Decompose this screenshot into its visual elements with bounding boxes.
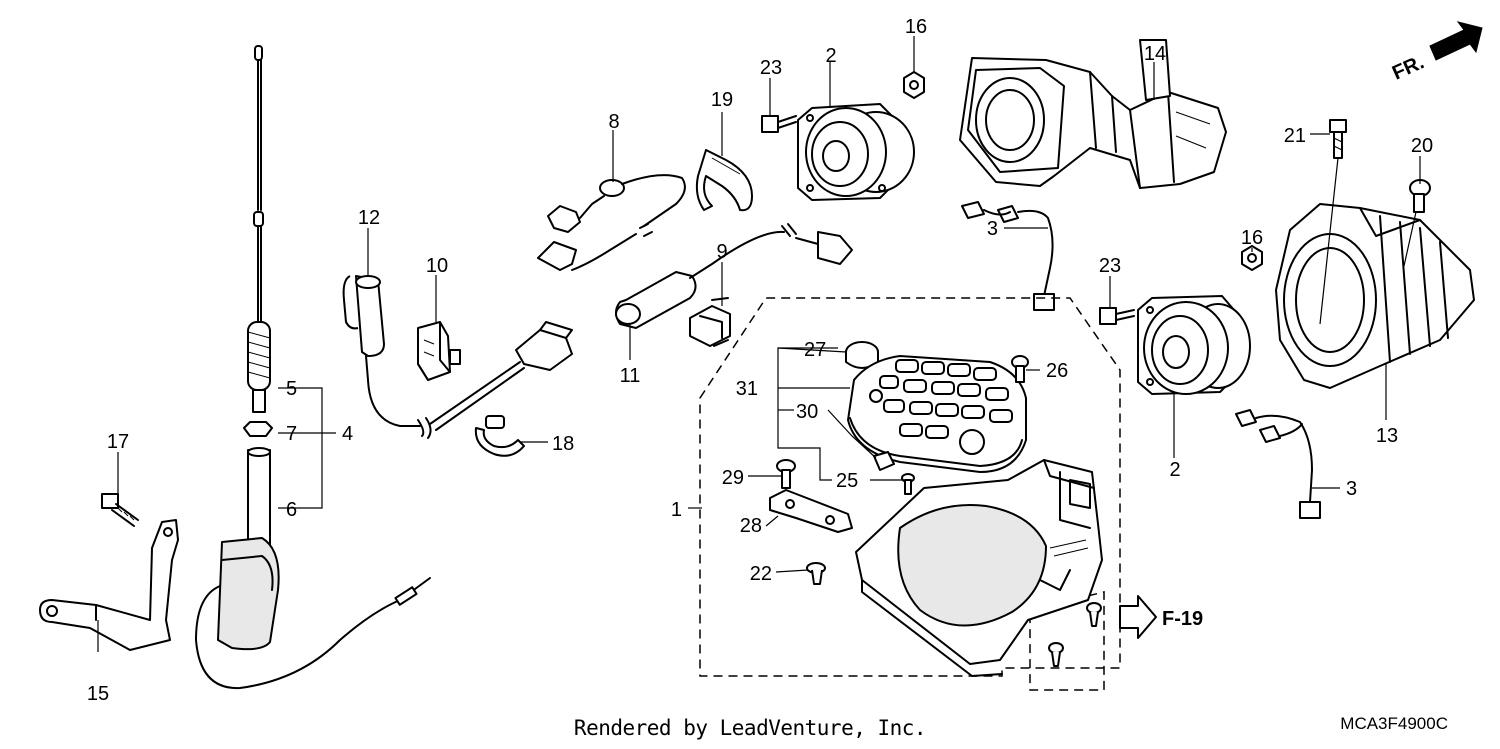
callout-20: 20 xyxy=(1411,135,1433,157)
callout-28: 28 xyxy=(740,515,762,537)
callout-2-lower: 2 xyxy=(1169,459,1180,481)
diagram-code: MCA3F4900C xyxy=(1340,714,1448,733)
callout-14: 14 xyxy=(1144,43,1166,65)
callout-11: 11 xyxy=(620,365,641,387)
screw-29[interactable] xyxy=(776,459,796,489)
callout-12: 12 xyxy=(358,207,380,229)
bracket-bolt[interactable] xyxy=(101,493,139,527)
wire-harness-3-upper[interactable] xyxy=(961,201,1055,311)
callout-23-upper: 23 xyxy=(760,57,782,79)
antenna-nut[interactable] xyxy=(243,421,273,437)
nut-16-right[interactable] xyxy=(1241,245,1263,271)
screw-ref-lower[interactable] xyxy=(1048,642,1064,667)
wire-harness-3-lower[interactable] xyxy=(1235,409,1321,519)
callout-15: 15 xyxy=(87,683,109,705)
knob-27[interactable] xyxy=(845,341,879,369)
callout-29: 29 xyxy=(722,467,744,489)
callout-4: 4 xyxy=(342,423,353,445)
screw-25[interactable] xyxy=(901,473,915,495)
callout-13: 13 xyxy=(1376,425,1398,447)
mounting-plate-28[interactable] xyxy=(769,489,853,533)
cable-band-18[interactable] xyxy=(474,415,525,457)
callout-7: 7 xyxy=(286,423,297,445)
callout-5: 5 xyxy=(286,378,297,400)
callout-26: 26 xyxy=(1046,360,1068,382)
callout-3-upper: 3 xyxy=(987,218,998,240)
callout-22: 22 xyxy=(750,563,772,585)
credit-text: Rendered by LeadVenture, Inc. xyxy=(573,716,927,740)
audio-unit-housing[interactable] xyxy=(855,459,1103,677)
cap-30[interactable] xyxy=(873,451,895,471)
bolt-20[interactable] xyxy=(1409,179,1431,213)
leader-lines xyxy=(97,36,1421,652)
screw-ref-upper[interactable] xyxy=(1086,602,1102,627)
speaker-box-right[interactable] xyxy=(1275,203,1475,389)
reference-label[interactable]: F-19 xyxy=(1162,608,1203,630)
callout-30: 30 xyxy=(796,401,818,423)
callout-1: 1 xyxy=(671,499,682,521)
callout-23-lower: 23 xyxy=(1099,255,1121,277)
callout-3-lower: 3 xyxy=(1346,478,1357,500)
screw-26[interactable] xyxy=(1011,355,1029,383)
callout-21: 21 xyxy=(1284,125,1306,147)
audio-cable-11[interactable] xyxy=(615,223,853,329)
callout-16-right: 16 xyxy=(1241,227,1263,249)
callout-8: 8 xyxy=(608,111,619,133)
antenna-cable[interactable] xyxy=(342,275,573,439)
callout-31: 31 xyxy=(736,378,758,400)
screw-22[interactable] xyxy=(806,562,826,585)
antenna-assembly[interactable] xyxy=(195,45,431,690)
screw-23-upper[interactable] xyxy=(761,115,797,133)
callout-6: 6 xyxy=(286,499,297,521)
speaker-upper[interactable] xyxy=(797,103,915,201)
audio-cable-8[interactable] xyxy=(537,174,686,271)
nut-16-upper[interactable] xyxy=(903,71,925,99)
callout-19: 19 xyxy=(711,89,733,111)
front-arrow xyxy=(1429,21,1483,61)
callout-27: 27 xyxy=(804,339,826,361)
callout-labels: 1 2 2 3 3 4 5 6 7 8 9 10 11 12 13 14 15 … xyxy=(87,16,1433,705)
callout-25: 25 xyxy=(836,470,858,492)
bolt-21[interactable] xyxy=(1329,119,1347,159)
reference-arrow[interactable] xyxy=(1119,595,1157,639)
screw-23-lower[interactable] xyxy=(1099,307,1135,325)
callout-16-upper: 16 xyxy=(905,16,927,38)
wire-clip[interactable] xyxy=(689,297,731,347)
front-indicator-label: FR. xyxy=(1389,51,1427,84)
callout-18: 18 xyxy=(552,433,574,455)
speaker-lower[interactable] xyxy=(1137,295,1251,395)
callout-17: 17 xyxy=(107,431,129,453)
callout-2-upper: 2 xyxy=(825,45,836,67)
callout-10: 10 xyxy=(426,255,448,277)
callout-9: 9 xyxy=(716,241,727,263)
antenna-switch[interactable] xyxy=(417,321,461,381)
cable-band-19[interactable] xyxy=(695,149,753,212)
antenna-bracket[interactable] xyxy=(39,519,179,651)
control-panel-31[interactable] xyxy=(847,355,1027,473)
speaker-box-left[interactable] xyxy=(959,39,1227,189)
